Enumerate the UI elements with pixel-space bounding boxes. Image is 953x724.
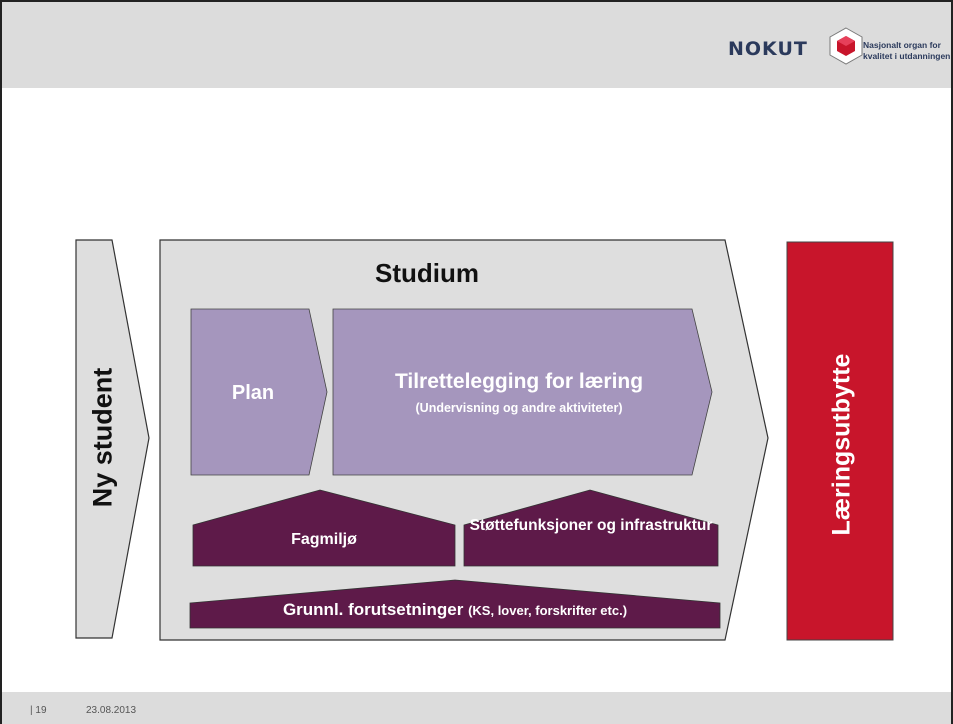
input-arrow-shape: [75, 239, 150, 639]
grunnl-label: Grunnl. forutsetninger (KS, lover, forsk…: [190, 600, 720, 620]
page-number: | 19: [30, 705, 47, 716]
nokut-logo-icon: [829, 27, 863, 65]
grunnl-sub: (KS, lover, forskrifter etc.): [468, 603, 628, 618]
tilrettelegging-sublabel: (Undervisning og andre aktiviteter): [415, 401, 623, 415]
stottefunksjoner-label: Støttefunksjoner og infrastruktur: [469, 517, 713, 534]
plan-label: Plan: [231, 382, 275, 404]
output-label: Læringsutbytte: [827, 353, 856, 536]
input-label: Ny student: [87, 367, 118, 508]
stottefunksjoner-shape: [463, 489, 719, 567]
header-band: [2, 2, 951, 88]
logo-tagline: Nasjonalt organ for kvalitet i utdanning…: [863, 40, 951, 61]
fagmiljo-label: Fagmiljø: [291, 531, 357, 548]
tilrettelegging-chevron-shape: [332, 308, 713, 476]
output-box-shape: [786, 241, 894, 641]
footer-date: 23.08.2013: [86, 705, 137, 716]
grunnl-base-shape: [189, 579, 721, 629]
logo-wordmark: NOKUT: [728, 38, 808, 60]
studium-label: Studium: [375, 258, 479, 288]
plan-chevron-shape: [190, 308, 328, 476]
grunnl-main: Grunnl. forutsetninger: [282, 600, 464, 619]
tilrettelegging-label: Tilrettelegging for læring: [394, 370, 644, 393]
footer-band: [2, 692, 951, 724]
fagmiljo-shape: [192, 489, 456, 567]
